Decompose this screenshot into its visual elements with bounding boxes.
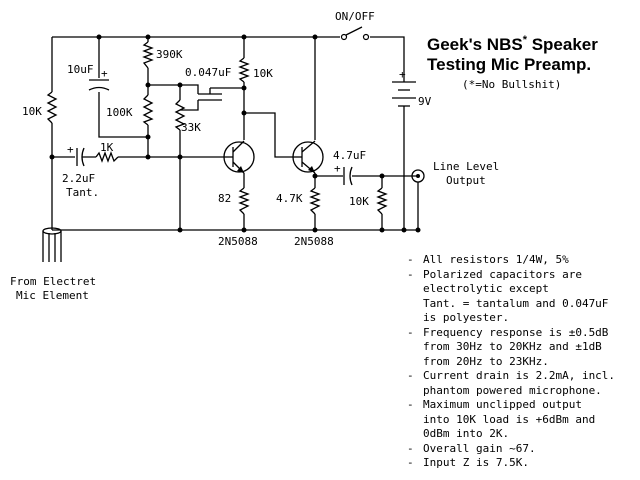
resistor-82 (238, 187, 250, 215)
note-item: -Maximum unclipped output into 10K load … (405, 398, 637, 442)
resistor-1k (95, 151, 119, 163)
resistor-10k-collector (238, 57, 250, 83)
mic-cable (42, 227, 62, 262)
label-c-input-type: Tant. (66, 186, 99, 199)
resistor-10k-left (46, 91, 58, 124)
transistor-q1 (223, 140, 255, 174)
note-item: -Input Z is 7.5K. (405, 456, 637, 471)
battery-9v (392, 80, 416, 230)
note-bullet: - (407, 441, 414, 455)
cap-output-plus: + (334, 162, 341, 175)
label-c-output: 4.7uF (333, 149, 366, 162)
label-c-10uf: 10uF (67, 63, 94, 76)
capacitor-2-2uf (76, 147, 85, 167)
label-r-100k: 100K (106, 106, 133, 119)
on-off-switch[interactable] (340, 26, 370, 41)
resistor-4k7 (309, 187, 321, 215)
note-item: -All resistors 1/4W, 5% (405, 253, 637, 268)
title-line1: Geek's NBS* Speaker (427, 34, 598, 54)
junction-dots (49, 34, 421, 233)
note-text: All resistors 1/4W, 5% (423, 253, 569, 266)
label-q2: 2N5088 (294, 235, 334, 248)
label-output-2: Output (446, 174, 486, 187)
label-c-input: 2.2uF (62, 172, 95, 185)
label-r-output: 10K (349, 195, 369, 208)
note-bullet: - (407, 398, 414, 411)
note-bullet: - (407, 325, 414, 339)
resistor-10k-output (376, 187, 388, 215)
title-line2: Testing Mic Preamp. (427, 55, 591, 74)
cap-input-plus: + (67, 143, 74, 156)
cap-10uf-plus: + (101, 67, 108, 80)
switch-label: ON/OFF (335, 10, 375, 23)
note-text: Frequency response is ±0.5dB from 30Hz t… (423, 325, 609, 368)
note-bullet: - (407, 369, 414, 382)
note-text: Overall gain ~67. (423, 441, 536, 455)
label-output: Line Level (433, 160, 499, 173)
label-r-input: 1K (100, 141, 114, 154)
note-text: Maximum unclipped output into 10K load i… (423, 398, 596, 440)
note-bullet: - (407, 456, 414, 469)
label-r-390k: 390K (156, 48, 183, 61)
note-text: Current drain is 2.2mA, incl. phantom po… (423, 369, 616, 397)
note-text: Input Z is 7.5K. (423, 456, 529, 469)
note-bullet: - (407, 253, 414, 266)
capacitor-4-7uf (343, 166, 353, 186)
label-r-4k7: 4.7K (276, 192, 303, 205)
note-item: -Current drain is 2.2mA, incl. phantom p… (405, 369, 637, 398)
transistor-q2 (292, 140, 324, 174)
label-r-left: 10K (22, 105, 42, 118)
note-item: -Polarized capacitors are electrolytic e… (405, 268, 637, 326)
label-r-collector: 10K (253, 67, 273, 80)
battery-plus: + (399, 68, 406, 81)
note-bullet: - (407, 267, 414, 281)
resistor-100k (142, 94, 154, 126)
notes-list: -All resistors 1/4W, 5% -Polarized capac… (405, 253, 637, 471)
label-c-047: 0.047uF (185, 66, 231, 79)
label-mic: From Electret (10, 275, 96, 288)
resistor-390k (142, 41, 154, 69)
note-text: Polarized capacitors are electrolytic ex… (423, 267, 609, 325)
resistor-33k (174, 99, 186, 131)
capacitor-10uf (88, 79, 110, 91)
note-item: -Overall gain ~67. (405, 442, 637, 457)
label-mic-2: Mic Element (16, 289, 89, 302)
battery-label: 9V (418, 95, 432, 108)
label-r-82: 82 (218, 192, 231, 205)
title-footnote: (*=No Bullshit) (462, 78, 561, 91)
note-item: -Frequency response is ±0.5dB from 30Hz … (405, 326, 637, 370)
label-q1: 2N5088 (218, 235, 258, 248)
label-r-33k: 33K (181, 121, 201, 134)
output-jack[interactable] (411, 169, 425, 230)
